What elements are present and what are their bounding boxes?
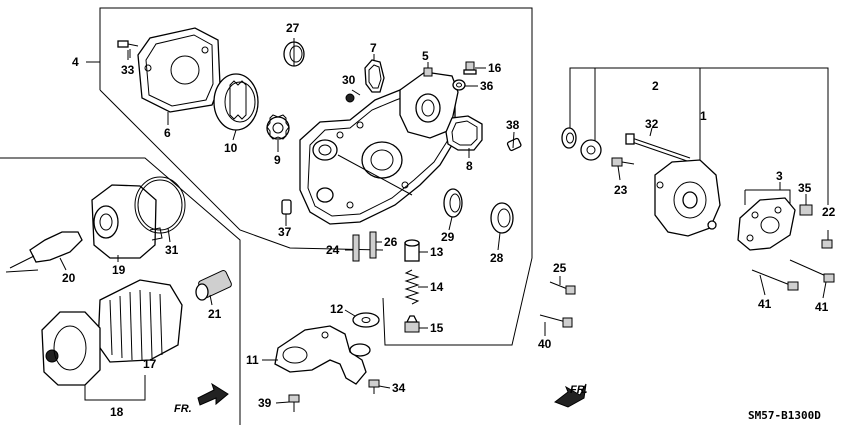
bolt-39 [288, 394, 300, 412]
callout-40: 40 [538, 337, 552, 351]
sensor-20 [5, 231, 83, 273]
stud-26 [369, 231, 377, 259]
callout-36: 36 [480, 79, 494, 93]
callout-10: 10 [224, 141, 238, 155]
callout-1: 1 [700, 109, 707, 123]
callout-12: 12 [330, 302, 344, 316]
callout-34: 34 [392, 381, 406, 395]
bolt-15 [404, 315, 420, 333]
callout-23: 23 [614, 183, 628, 197]
callout-13: 13 [430, 245, 444, 259]
bolt-22 [821, 230, 833, 249]
bolt-40 [539, 314, 573, 328]
bolt-34 [368, 379, 380, 394]
callout-32: 32 [645, 117, 659, 131]
callout-37: 37 [278, 225, 292, 239]
callout-22: 22 [822, 205, 836, 219]
callout-24: 24 [326, 243, 340, 257]
callout-38: 38 [506, 118, 520, 132]
seal-left-2 [561, 127, 577, 149]
seal-28 [490, 202, 514, 234]
callout-16: 16 [488, 61, 502, 75]
filter-base-19 [91, 184, 163, 259]
callout-18: 18 [110, 405, 124, 419]
relief-valve-13 [404, 239, 420, 262]
callout-7: 7 [370, 41, 377, 55]
oil-strainer-11 [274, 325, 371, 385]
bracket-3 [737, 197, 796, 251]
bolt-23 [611, 157, 635, 167]
nut-35 [799, 204, 813, 216]
gasket-12 [352, 312, 380, 328]
front-label-left: FR. [174, 403, 192, 415]
bolt-41-left [751, 269, 799, 291]
callout-5: 5 [422, 49, 429, 63]
gasket-6 [137, 27, 221, 113]
callout-28: 28 [490, 251, 504, 265]
callout-4: 4 [72, 55, 79, 69]
bolt-41-right [789, 259, 835, 283]
front-arrow-left: FR. [174, 382, 229, 415]
callout-14: 14 [430, 280, 444, 294]
diagram-code: SM57-B1300D [748, 409, 821, 422]
callout-20: 20 [62, 271, 76, 285]
callout-numbers: 1 2 3 4 5 6 7 8 9 10 11 12 13 14 15 16 1… [62, 21, 836, 419]
callout-33: 33 [121, 63, 135, 77]
callout-41-right: 41 [815, 300, 829, 314]
callout-17: 17 [143, 357, 157, 371]
callout-19: 19 [112, 263, 126, 277]
oil-filter-17 [97, 279, 183, 363]
callout-29: 29 [441, 230, 455, 244]
gasket-8 [445, 115, 483, 151]
callout-25: 25 [553, 261, 567, 275]
front-arrow-right: FR. [553, 383, 588, 408]
bolt-16 [463, 61, 477, 75]
callout-3: 3 [776, 169, 783, 183]
callout-41-left: 41 [758, 297, 772, 311]
pump-housing-2 [654, 159, 721, 237]
callout-15: 15 [430, 321, 444, 335]
callout-30: 30 [342, 73, 356, 87]
callout-2: 2 [652, 79, 659, 93]
callout-6: 6 [164, 126, 171, 140]
callout-31: 31 [165, 243, 179, 257]
gear-2 [580, 139, 602, 161]
stud-24 [352, 234, 360, 262]
plug-30 [345, 93, 355, 103]
oring-31 [134, 176, 186, 234]
bolt-25 [549, 281, 576, 295]
bolt-33 [117, 40, 139, 58]
dowel-37 [281, 199, 292, 215]
spring-14 [404, 269, 420, 305]
cover-10 [213, 73, 259, 131]
callout-8: 8 [466, 159, 473, 173]
bolt-32 [625, 133, 691, 163]
callout-39: 39 [258, 396, 272, 410]
callout-11: 11 [246, 353, 259, 367]
callout-26: 26 [384, 235, 398, 249]
callout-35: 35 [798, 181, 812, 195]
leader-lines [59, 38, 829, 404]
callout-21: 21 [208, 307, 222, 321]
callout-27: 27 [286, 21, 300, 35]
nipple-21 [195, 269, 232, 301]
filter-end-17 [41, 311, 101, 386]
seal-29 [443, 188, 463, 218]
gear-9 [266, 114, 290, 140]
dowel-38 [506, 137, 522, 152]
front-label-right: FR. [570, 384, 588, 396]
washer-36 [452, 79, 466, 91]
callout-9: 9 [274, 153, 281, 167]
oring-7 [364, 59, 385, 93]
